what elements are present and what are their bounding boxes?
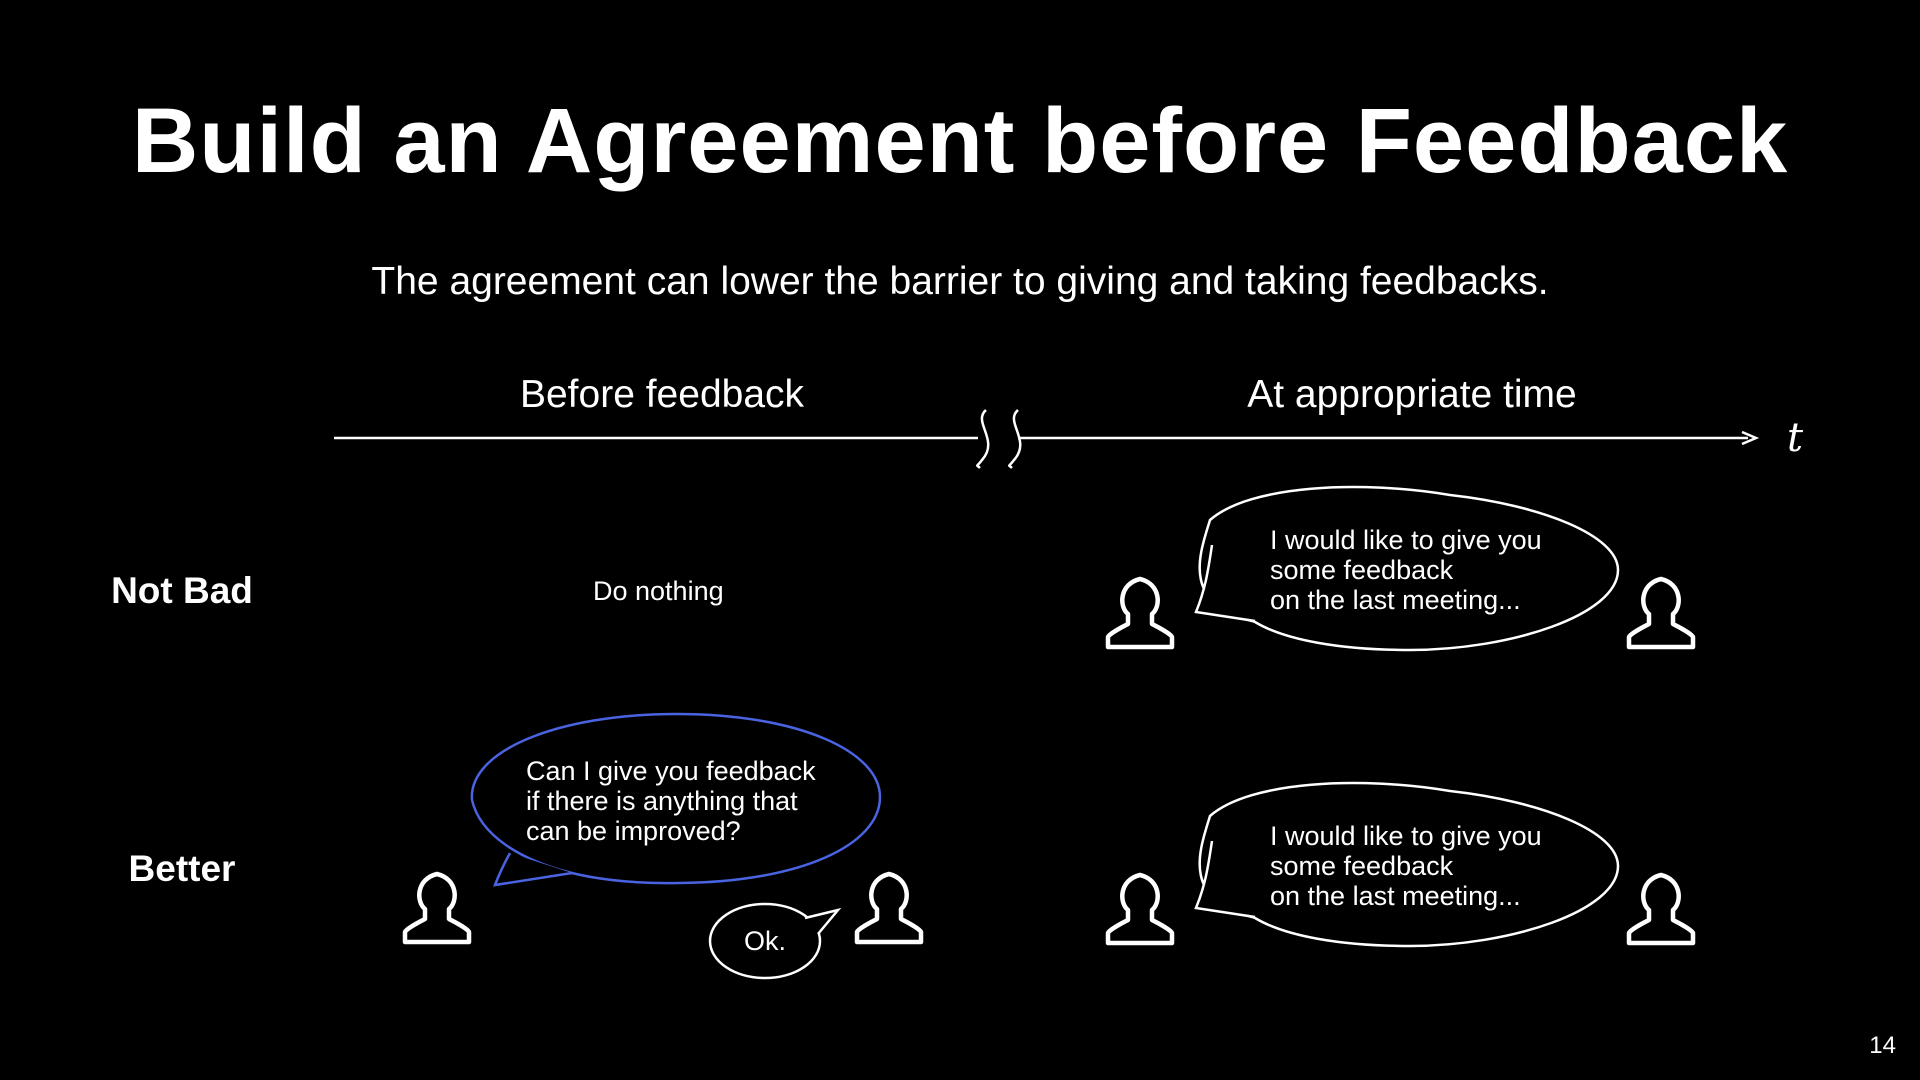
bubble-line: on the last meeting... [1270, 585, 1521, 615]
row-label-not-bad: Not Bad [111, 570, 253, 611]
speech-bubble-tail-highlight [493, 852, 573, 887]
timeline-axis: t [334, 409, 1804, 469]
speech-bubble-text-request: Can I give you feedback if there is anyt… [526, 756, 816, 846]
bubble-line: I would like to give you [1270, 525, 1542, 555]
bubble-line: on the last meeting... [1270, 881, 1521, 911]
row-label-better: Better [128, 848, 236, 889]
reply-bubble-text: Ok. [743, 926, 786, 956]
phase-label-before: Before feedback [519, 373, 805, 416]
reply-bubble-outline [708, 902, 822, 980]
slide-subtitle: The agreement can lower the barrier to g… [371, 260, 1549, 303]
page-number: 14 [1869, 1032, 1896, 1059]
bubble-line: Can I give you feedback [526, 756, 816, 786]
speech-bubble-tail [1194, 544, 1256, 623]
timeline-arrowhead [1741, 430, 1760, 446]
action-do-nothing: Do nothing [593, 576, 724, 606]
person-icon [1108, 875, 1172, 943]
speech-bubble-outline-highlight [470, 712, 882, 885]
speech-bubble-outline [1198, 781, 1620, 948]
speech-bubble-text: I would like to give you some feedback o… [1270, 821, 1542, 911]
speech-bubble-outline [1198, 485, 1620, 652]
bubble-line: some feedback [1270, 555, 1454, 585]
slide-title: Build an Agreement before Feedback [131, 90, 1789, 192]
axis-break-mark [976, 409, 990, 469]
bubble-line: some feedback [1270, 851, 1454, 881]
speech-bubble-tail [1194, 840, 1256, 919]
bubble-line: can be improved? [526, 816, 741, 846]
speech-bubble-text: I would like to give you some feedback o… [1270, 525, 1542, 615]
person-icon [1629, 875, 1693, 943]
bubble-line: if there is anything that [526, 786, 798, 816]
axis-break-mark [1008, 409, 1022, 469]
reply-bubble-tail [804, 907, 842, 935]
bubble-line: I would like to give you [1270, 821, 1542, 851]
person-icon [405, 874, 469, 942]
phase-label-after: At appropriate time [1247, 373, 1577, 416]
person-icon [1108, 579, 1172, 647]
axis-label-t: t [1787, 415, 1804, 461]
person-icon [1629, 579, 1693, 647]
person-icon [857, 874, 921, 942]
